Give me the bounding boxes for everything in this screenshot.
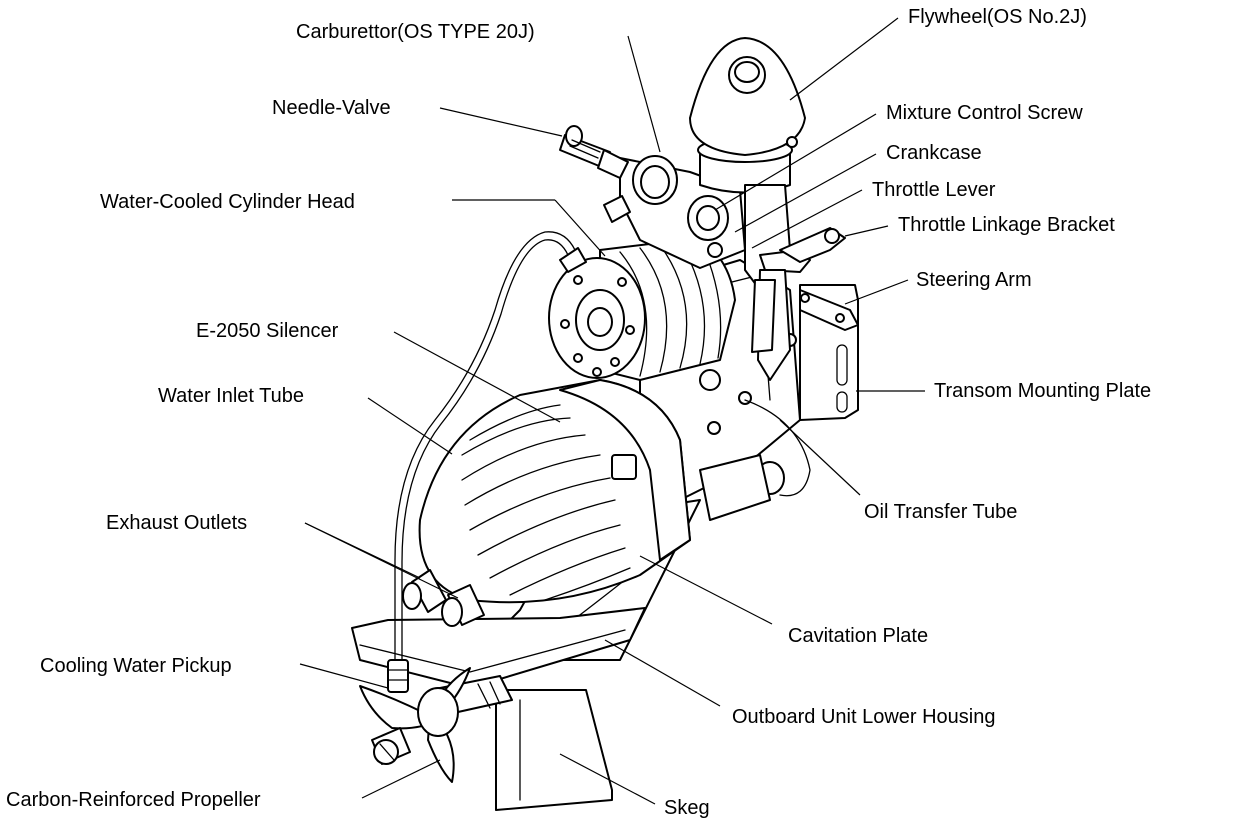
oil-transfer-tube	[699, 399, 811, 521]
label-flywheel: Flywheel(OS No.2J)	[908, 6, 1087, 28]
label-carbon-reinforced-propeller: Carbon-Reinforced Propeller	[6, 789, 261, 811]
label-carburettor: Carburettor(OS TYPE 20J)	[296, 21, 535, 43]
label-exhaust-outlets: Exhaust Outlets	[106, 512, 248, 534]
label-steering-arm: Steering Arm	[916, 269, 1032, 291]
label-cavitation-plate: Cavitation Plate	[788, 625, 929, 647]
label-cooling-water-pickup: Cooling Water Pickup	[40, 655, 232, 677]
leader-lines	[299, 17, 925, 805]
label-throttle-lever: Throttle Lever	[872, 179, 996, 201]
cylinder-head	[548, 237, 736, 381]
label-crankcase: Crankcase	[886, 142, 982, 164]
exhaust-outlets	[402, 569, 485, 627]
skeg	[495, 689, 613, 811]
label-silencer: E-2050 Silencer	[196, 320, 339, 342]
label-oil-transfer-tube: Oil Transfer Tube	[864, 501, 1018, 523]
flywheel	[689, 37, 806, 291]
cavitation-plate	[351, 607, 646, 689]
label-needle-valve: Needle-Valve	[272, 97, 391, 119]
label-outboard-lower-housing: Outboard Unit Lower Housing	[732, 706, 996, 728]
label-mixture-control-screw: Mixture Control Screw	[886, 102, 1083, 124]
label-water-cooled-cylinder-head: Water-Cooled Cylinder Head	[100, 191, 355, 213]
water-inlet-tube	[387, 231, 576, 693]
label-throttle-linkage-bracket: Throttle Linkage Bracket	[898, 214, 1115, 236]
label-skeg: Skeg	[664, 797, 710, 819]
throttle-linkage	[751, 227, 859, 381]
label-transom-mounting-plate: Transom Mounting Plate	[934, 380, 1152, 402]
silencer	[418, 379, 691, 604]
label-water-inlet-tube: Water Inlet Tube	[158, 385, 304, 407]
propeller-assembly	[359, 667, 513, 783]
